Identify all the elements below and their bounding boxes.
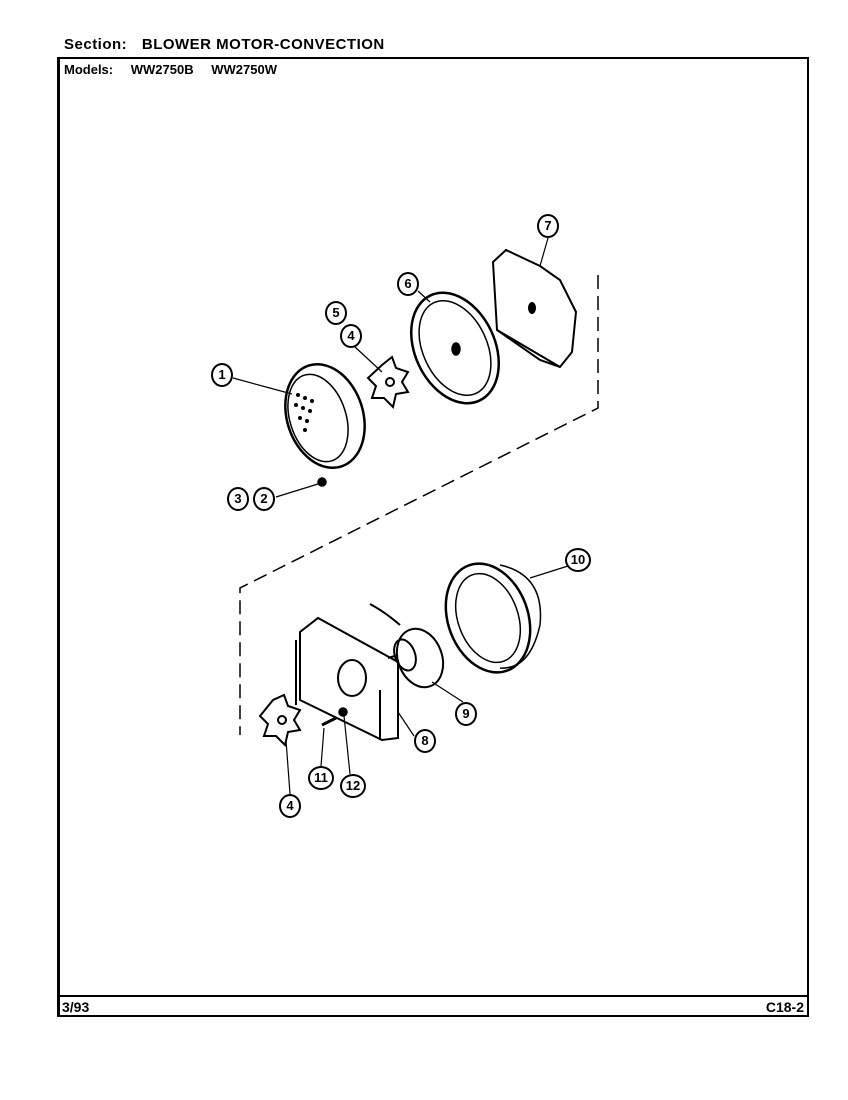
callout-7: 7 [537,214,559,238]
diagram-frame [57,57,809,1017]
page-code: C18-2 [765,999,804,1015]
callout-1: 1 [211,363,233,387]
model-number: WW2750W [211,62,277,77]
callout-9: 9 [455,702,477,726]
part-motor [369,603,445,689]
callout-10: 10 [565,548,591,572]
part-fan-blade [258,693,302,747]
callout-11: 11 [308,766,334,790]
part-grille [284,362,366,470]
callout-8: 8 [414,729,436,753]
models-line: Models: WW2750B WW2750W [64,62,291,77]
callout-12: 12 [340,774,366,798]
section-label: Section: [64,36,128,53]
part-washer [338,707,348,717]
model-number: WW2750B [130,62,194,77]
part-mounting-plate [491,248,578,369]
part-screw [321,716,337,727]
part-screw [317,477,327,487]
callout-3: 3 [227,487,249,511]
part-motor-bracket [295,616,399,742]
callout-2: 2 [253,487,275,511]
assembly-outline [239,275,599,735]
callout-4-lower: 4 [279,794,301,818]
leader-lines [232,237,569,795]
callout-5: 5 [325,301,347,325]
footer-divider [57,995,809,997]
models-label: Models: [64,62,114,77]
part-gasket-ring [409,291,501,405]
callout-6: 6 [397,272,419,296]
section-title: BLOWER MOTOR-CONVECTION [141,36,385,53]
part-blower-housing [444,562,542,674]
callout-4: 4 [340,324,362,348]
revision-date: 3/93 [62,999,90,1015]
part-fan-blade [366,355,410,409]
section-header: Section: BLOWER MOTOR-CONVECTION [64,36,385,53]
